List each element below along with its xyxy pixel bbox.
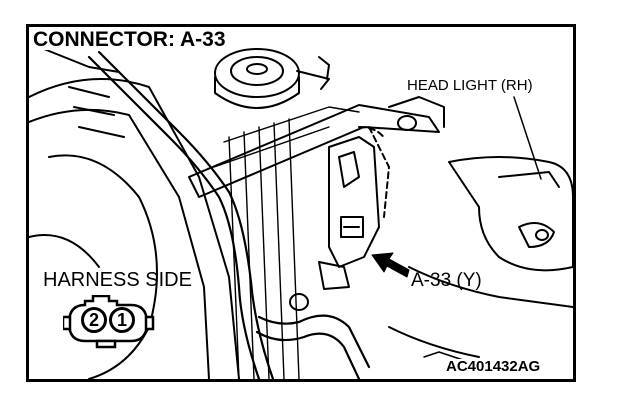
harness-connector-face: 2 1 [63, 295, 155, 351]
callout-arrow [371, 252, 410, 278]
crossmember [188, 96, 445, 198]
component-label: HEAD LIGHT (RH) [407, 77, 533, 94]
connector-title: CONNECTOR: A-33 [33, 29, 229, 50]
connector-callout-label: A-33 (Y) [411, 270, 482, 291]
connector-pin-2: 2 [81, 307, 107, 333]
headlight-assembly [289, 126, 390, 311]
engine-bay-illustration [29, 46, 573, 379]
harness-side-label: HARNESS SIDE [43, 269, 192, 291]
leader-lines [423, 96, 542, 363]
headlight-housing [388, 156, 573, 358]
radiator-core [213, 106, 360, 379]
fan-shroud [29, 46, 240, 379]
figure-code: AC401432AG [444, 358, 543, 375]
diagram-frame: CONNECTOR: A-33 HEAD LIGHT (RH) HARNESS … [26, 24, 576, 382]
hoses [87, 50, 371, 379]
radiator-cap [214, 48, 330, 109]
connector-pin-1: 1 [109, 307, 135, 333]
